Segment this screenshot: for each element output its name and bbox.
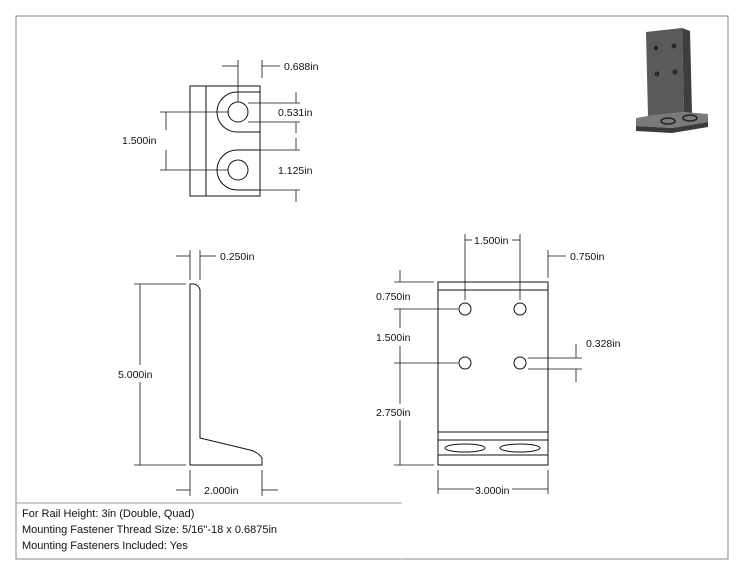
iso-base-top [636, 112, 708, 128]
dim-front-spacing-h: 1.500in [474, 235, 509, 247]
isometric-view [636, 28, 708, 133]
front-hole-1 [458, 302, 472, 316]
dim-top-width: 0.688in [284, 61, 319, 73]
iso-upright-face [646, 28, 684, 116]
top-hole-2 [227, 159, 249, 181]
front-hole-3 [458, 356, 472, 370]
side-view [134, 250, 278, 496]
dim-front-width: 3.000in [475, 485, 510, 497]
iso-base-front [636, 122, 708, 133]
iso-slot-icon [682, 114, 698, 122]
front-hole-4 [513, 356, 527, 370]
iso-hole-icon [672, 69, 678, 75]
note-rail-height: For Rail Height: 3in (Double, Quad) [22, 508, 195, 520]
front-hole-2 [513, 302, 527, 316]
front-view [394, 234, 582, 494]
iso-hole-icon [654, 71, 660, 77]
dim-side-height: 5.000in [118, 369, 153, 381]
note-fasteners-included: Mounting Fasteners Included: Yes [22, 540, 188, 552]
side-view-profile [189, 283, 263, 466]
dim-front-edge-h: 0.750in [570, 251, 605, 263]
iso-upright-side [682, 28, 692, 113]
sheet-border [15, 15, 729, 560]
front-base-slot-2 [499, 443, 541, 453]
dim-front-top-v: 0.750in [376, 291, 411, 303]
dim-side-base: 2.000in [204, 485, 239, 497]
note-thread-size: Mounting Fastener Thread Size: 5/16"-18 … [22, 524, 278, 536]
iso-hole-icon [671, 43, 677, 49]
dim-top-hole-dia: 0.531in [278, 107, 313, 119]
top-view [160, 60, 300, 202]
top-hole-1 [227, 101, 249, 123]
dim-top-slot: 1.125in [278, 165, 313, 177]
dim-side-thickness: 0.250in [220, 251, 255, 263]
iso-slot-icon [660, 117, 676, 125]
top-view-outline [189, 85, 261, 197]
dim-front-hole-dia: 0.328in [586, 338, 621, 350]
front-view-outline [437, 281, 549, 466]
dim-top-spacing: 1.500in [122, 135, 157, 147]
dim-front-spacing-v: 1.500in [376, 332, 411, 344]
dim-front-bottom-v: 2.750in [376, 407, 411, 419]
iso-hole-icon [653, 45, 659, 51]
front-base-slot-1 [444, 443, 486, 453]
